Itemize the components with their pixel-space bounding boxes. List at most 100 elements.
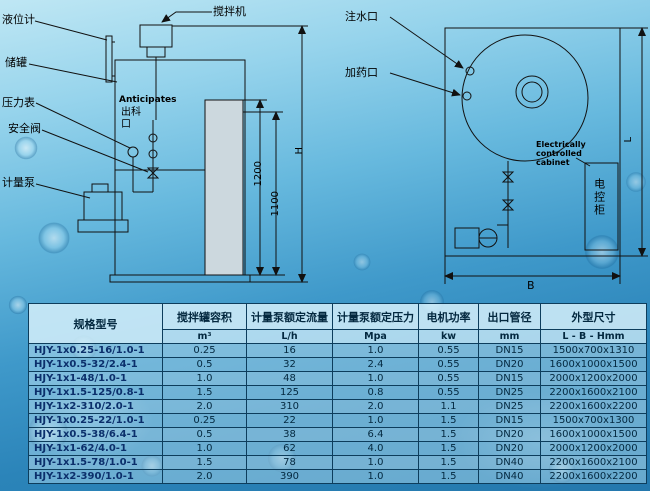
metering-pump-drawing [77, 183, 129, 233]
discharge-pipe-drawing [497, 161, 515, 248]
value-cell: 2200x1600x2100 [540, 455, 647, 470]
value-cell: 1.0 [162, 441, 247, 456]
storage-tank-leader [28, 63, 118, 83]
water-inlet-label: 注水口 [345, 10, 378, 23]
value-cell: 16 [246, 343, 333, 358]
level-gauge-label: 液位计 [2, 13, 35, 26]
value-cell: 0.5 [162, 427, 247, 442]
dimension-1200-label: 1200 [252, 161, 264, 187]
col-header-overall-size: 外型尺寸 [540, 303, 647, 330]
model-cell: HJY-1x1.5-78/1.0-1 [28, 455, 163, 470]
value-cell: 78 [246, 455, 333, 470]
dimension-1100-label: 1100 [269, 191, 281, 217]
safety-valve-label: 安全阀 [8, 122, 41, 135]
value-cell: DN20 [478, 357, 541, 372]
value-cell: DN15 [478, 413, 541, 428]
model-cell: HJY-1x1.5-125/0.8-1 [28, 385, 163, 400]
model-cell: HJY-1x0.25-22/1.0-1 [28, 413, 163, 428]
metering-pump-leader [35, 183, 91, 199]
value-cell: 32 [246, 357, 333, 372]
model-cell: HJY-1x1-62/4.0-1 [28, 441, 163, 456]
pressure-gauge-leader [35, 102, 131, 149]
dimension-lines-front [172, 25, 308, 283]
col-header-rated-pressure: 计量泵额定压力 [332, 303, 419, 330]
value-cell: DN20 [478, 441, 541, 456]
value-cell: 1.5 [418, 413, 479, 428]
dimension-b-label: B [527, 279, 535, 292]
spec-table-header: 规格型号 搅拌罐容积 计量泵额定流量 计量泵额定压力 电机功率 出口管径 外型尺… [28, 303, 647, 344]
dosing-port-leader [389, 72, 461, 97]
storage-tank-label: 储罐 [5, 56, 27, 69]
unit-rated-pressure: Mpa [332, 329, 419, 344]
mixer-motor [139, 24, 173, 120]
dimension-h-label: H [294, 146, 306, 155]
value-cell: 2200x1600x2200 [540, 399, 647, 414]
model-cell: HJY-1x1-48/1.0-1 [28, 371, 163, 386]
value-cell: 1.0 [162, 371, 247, 386]
value-cell: 1.5 [162, 385, 247, 400]
unit-outlet-diameter: mm [478, 329, 541, 344]
pressure-gauge-label: 压力表 [2, 96, 35, 109]
value-cell: 6.4 [332, 427, 419, 442]
value-cell: 2.0 [162, 469, 247, 484]
level-gauge-leader [34, 20, 108, 41]
model-cell: HJY-1x0.25-16/1.0-1 [28, 343, 163, 358]
value-cell: 0.5 [162, 357, 247, 372]
value-cell: 2.4 [332, 357, 419, 372]
pump-end-view [454, 227, 498, 249]
value-cell: 1.1 [418, 399, 479, 414]
spec-table: 规格型号 搅拌罐容积 计量泵额定流量 计量泵额定压力 电机功率 出口管径 外型尺… [28, 303, 647, 484]
control-cabinet-drawing [575, 157, 619, 251]
dosing-port-label: 加药口 [345, 66, 378, 79]
unit-motor-power: kw [418, 329, 479, 344]
value-cell: 2200x1600x2200 [540, 469, 647, 484]
value-cell: 1500x700x1300 [540, 413, 647, 428]
value-cell: DN20 [478, 427, 541, 442]
value-cell: 2.0 [162, 399, 247, 414]
unit-overall-size: L - B - Hmm [540, 329, 647, 344]
value-cell: 1500x700x1310 [540, 343, 647, 358]
value-cell: DN40 [478, 469, 541, 484]
value-cell: 1.0 [332, 455, 419, 470]
dosing-port [462, 91, 472, 101]
value-cell: DN15 [478, 371, 541, 386]
model-cell: HJY-1x2-310/2.0-1 [28, 399, 163, 414]
value-cell: 0.55 [418, 343, 479, 358]
value-cell: 48 [246, 371, 333, 386]
col-header-rated-flow: 计量泵额定流量 [246, 303, 333, 330]
tank-end-view [444, 27, 621, 257]
metering-pump-label: 计量泵 [2, 176, 35, 189]
value-cell: 1.0 [332, 469, 419, 484]
side-view-drawing [389, 16, 648, 284]
safety-valve-leader [41, 129, 149, 173]
cabinet-label-en: Electrically controlled cabinet [536, 140, 586, 168]
water-inlet-leader [389, 16, 464, 69]
value-cell: 0.25 [162, 343, 247, 358]
value-cell: 4.0 [332, 441, 419, 456]
value-cell: DN40 [478, 455, 541, 470]
value-cell: 2000x1200x2000 [540, 371, 647, 386]
pressure-gauge-drawing [127, 146, 139, 192]
value-cell: 0.55 [418, 385, 479, 400]
value-cell: 0.8 [332, 385, 419, 400]
value-cell: DN25 [478, 385, 541, 400]
unit-tank-volume: m³ [162, 329, 247, 344]
water-inlet-port [465, 66, 475, 76]
value-cell: 0.55 [418, 357, 479, 372]
value-cell: 1.5 [418, 469, 479, 484]
value-cell: 1600x1000x1500 [540, 427, 647, 442]
value-cell: 1.0 [332, 413, 419, 428]
col-header-outlet-diameter: 出口管径 [478, 303, 541, 330]
storage-tank-drawing [109, 59, 251, 283]
